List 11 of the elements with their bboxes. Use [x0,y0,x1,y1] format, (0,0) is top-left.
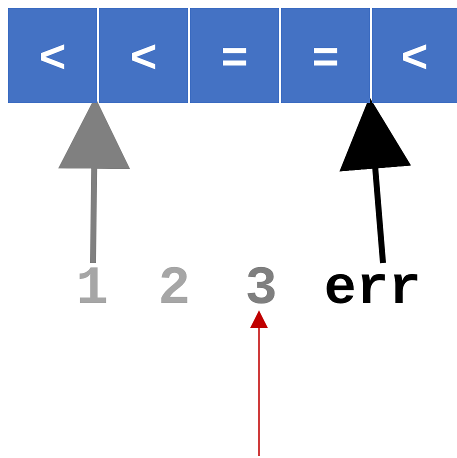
comparison-cell: < [8,8,97,103]
result-text: err [324,263,442,311]
result-text: 2 [158,263,192,311]
arrow [339,96,412,264]
result-text: 1 [76,263,110,311]
comparison-cell: < [99,8,188,103]
comparison-cell: < [372,8,457,103]
result-text: 3 [245,263,279,311]
arrow [250,310,268,456]
comparison-cell: = [281,8,370,103]
comparison-cell: = [190,8,279,103]
